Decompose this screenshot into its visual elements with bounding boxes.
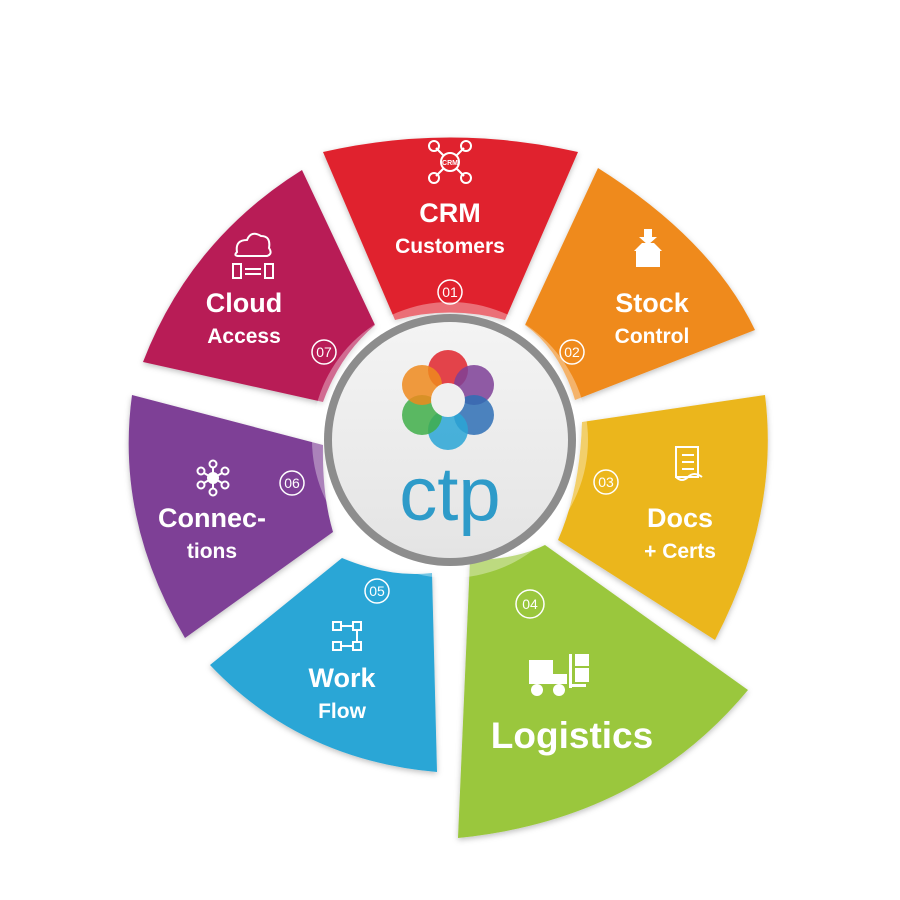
segment-docs-title: Docs	[647, 503, 713, 533]
segment-connections-shape	[128, 395, 333, 638]
segment-logistics-number-ring	[515, 589, 545, 619]
segment-logistics-number: 04	[522, 596, 538, 612]
segment-crm-number-ring	[437, 279, 463, 305]
svg-text:CRM: CRM	[442, 160, 458, 167]
segment-docs-number-ring	[593, 469, 619, 495]
ctp-logo-mark	[402, 350, 494, 450]
box-download-icon	[634, 229, 662, 267]
checklist-document-icon	[675, 446, 703, 481]
crm-network-icon: CRM	[428, 140, 472, 184]
segment-docs-number: 03	[598, 474, 614, 490]
center-hub: ctp	[312, 302, 588, 578]
segment-workflow-number-ring	[364, 578, 390, 604]
forklift-icon	[529, 654, 589, 696]
segment-crm-title: CRM	[419, 198, 481, 228]
segment-workflow-title: Work	[308, 663, 376, 693]
segment-cloud-subtitle: Access	[207, 325, 281, 348]
segment-crm-shape	[323, 137, 578, 320]
segment-connections-number-ring	[279, 470, 305, 496]
segment-connections-subtitle: tions	[187, 540, 237, 563]
segment-cloud-number: 07	[316, 344, 332, 360]
segment-crm-number: 01	[442, 284, 458, 300]
segment-stock-title: Stock	[615, 288, 690, 318]
segment-stock-number-ring	[559, 339, 585, 365]
segment-docs-certs[interactable]: Docs + Certs 03	[558, 395, 768, 640]
segment-docs-shape	[558, 395, 768, 640]
segment-stock-subtitle: Control	[615, 325, 690, 348]
cloud-devices-icon	[232, 232, 274, 279]
brand-wordmark: ctp	[399, 452, 500, 537]
segment-cloud-shape	[143, 170, 375, 402]
segment-crm-subtitle: Customers	[395, 235, 505, 258]
segment-crm[interactable]: CRM CRM Customers 01	[323, 137, 578, 321]
segment-stock-shape	[525, 168, 755, 400]
segment-workflow[interactable]: Work Flow 05	[210, 558, 437, 772]
segment-cloud-title: Cloud	[206, 288, 282, 318]
segment-stock-control[interactable]: Stock Control 02	[525, 168, 755, 400]
segment-docs-subtitle: + Certs	[644, 540, 716, 563]
segment-connections[interactable]: Connec- tions 06	[128, 395, 333, 638]
segment-connections-number: 06	[284, 475, 300, 491]
segment-logistics-title: Logistics	[491, 715, 653, 756]
segment-stock-number: 02	[564, 344, 580, 360]
segment-connections-title: Connec-	[158, 503, 266, 533]
segment-workflow-shape	[210, 558, 437, 772]
segment-workflow-subtitle: Flow	[318, 700, 366, 723]
segment-logistics[interactable]: Logistics 04	[458, 545, 748, 838]
segment-cloud-number-ring	[311, 339, 337, 365]
segment-workflow-number: 05	[369, 583, 385, 599]
network-hub-icon	[196, 459, 230, 497]
workflow-icon	[332, 621, 362, 651]
segment-cloud-access[interactable]: Cloud Access 07	[143, 170, 375, 402]
